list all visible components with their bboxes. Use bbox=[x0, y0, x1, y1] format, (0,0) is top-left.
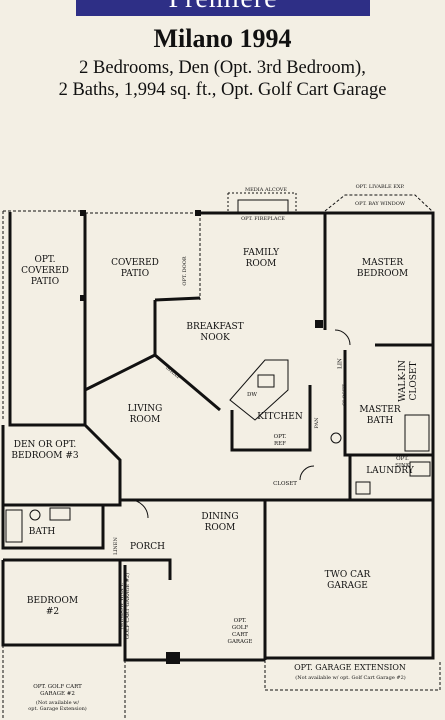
wall-left-upper bbox=[8, 212, 85, 427]
label-bath: BATH bbox=[28, 527, 56, 537]
washer bbox=[409, 461, 431, 477]
label-bedroom-2: BEDROOM #2 bbox=[26, 596, 79, 617]
media-alcove-outline bbox=[227, 192, 297, 212]
label-linen: LINEN bbox=[113, 537, 119, 555]
label-kitchen: KITCHEN bbox=[257, 412, 303, 422]
label-opt-ref: OPT. REF bbox=[273, 434, 287, 447]
master-tub bbox=[404, 414, 430, 452]
column bbox=[195, 210, 201, 216]
label-living-room: LIVING ROOM bbox=[127, 404, 163, 425]
label-opt-covered-patio: OPT. COVERED PATIO bbox=[21, 255, 69, 287]
subtitle-line-2: 2 Baths, 1,994 sq. ft., Opt. Golf Cart G… bbox=[58, 80, 387, 100]
livable-exp-outline bbox=[324, 194, 433, 212]
cooktop bbox=[257, 374, 275, 388]
fireplace bbox=[237, 199, 289, 213]
label-covered-patio: COVERED PATIO bbox=[111, 258, 159, 279]
label-walk-in-closet: WALK-IN CLOSET bbox=[398, 360, 419, 402]
label-opt-golf-cart-garage-2: OPT. GOLF CART GARAGE #2 bbox=[33, 684, 82, 697]
label-media-alcove: MEDIA ALCOVE bbox=[245, 187, 287, 193]
column bbox=[315, 320, 323, 328]
label-opt-door: OPT. DOOR bbox=[182, 256, 188, 286]
wall-nook-top bbox=[154, 296, 201, 302]
wall-walkin bbox=[375, 343, 435, 455]
column bbox=[80, 295, 86, 301]
label-closet: CLOSET bbox=[342, 384, 348, 406]
label-laundry: LAUNDRY bbox=[366, 466, 414, 476]
label-opt-bay-window: OPT. BAY WINDOW bbox=[355, 201, 405, 207]
door-swing bbox=[129, 499, 149, 519]
vanity bbox=[49, 507, 71, 521]
subtitle-line-1: 2 Bedrooms, Den (Opt. 3rd Bedroom), bbox=[79, 58, 366, 78]
label-breakfast-nook: BREAKFAST NOOK bbox=[186, 322, 244, 343]
label-opt-livable-exp: OPT. LIVABLE EXP. bbox=[355, 184, 405, 190]
brand-banner: Premiere bbox=[76, 0, 370, 16]
label-lin: LIN bbox=[337, 358, 344, 369]
wall-golf-cart bbox=[123, 565, 265, 662]
column bbox=[80, 210, 86, 216]
door-swing bbox=[334, 329, 351, 346]
label-garage-ext-note: (Not available w/ opt. Golf Cart Garage … bbox=[295, 675, 406, 681]
label-opt-garage-extension: OPT. GARAGE EXTENSION bbox=[294, 663, 406, 672]
label-opt-sink: OPT. SINK bbox=[395, 456, 410, 469]
golf-cart-2-outline bbox=[2, 645, 126, 718]
wall-kitchen bbox=[230, 385, 312, 452]
label-pan: PAN bbox=[314, 417, 320, 429]
label-dining-room: DINING ROOM bbox=[201, 512, 239, 533]
label-opt-fireplace: OPT. FIREPLACE bbox=[241, 216, 285, 222]
label-master-bath: MASTER BATH bbox=[359, 405, 401, 426]
wall-nook-left bbox=[153, 300, 221, 412]
label-gcg2-note: (Not available w/ opt. Garage Extension) bbox=[28, 700, 87, 712]
column bbox=[166, 652, 180, 664]
label-dw: DW bbox=[246, 392, 258, 398]
label-master-bedroom: MASTER BEDROOM bbox=[356, 258, 409, 279]
opt-patio-outline bbox=[2, 210, 85, 420]
label-family-room: FAMILY ROOM bbox=[242, 248, 280, 269]
wall-porch bbox=[120, 558, 172, 580]
door-swing bbox=[299, 465, 315, 481]
utility-sink bbox=[355, 481, 371, 495]
wall-bath bbox=[1, 505, 105, 550]
wall-living-diag bbox=[84, 353, 156, 392]
toilet bbox=[29, 509, 41, 521]
brand-text: Premiere bbox=[168, 0, 277, 14]
label-two-car-garage: TWO CAR GARAGE bbox=[324, 570, 371, 591]
wall-bedroom2 bbox=[1, 558, 122, 647]
wall-master-bath bbox=[343, 350, 433, 457]
model-title: Milano 1994 bbox=[153, 24, 292, 53]
label-opt-golf-cart-garage: OPT. GOLF CART GARAGE bbox=[227, 618, 253, 645]
label-porch: PORCH bbox=[130, 542, 165, 552]
label-closet-2: CLOSET bbox=[273, 481, 297, 487]
label-window-note: (Window w/opt. Golf Cart Garage #2) bbox=[119, 572, 131, 640]
sink-master bbox=[330, 432, 342, 444]
kitchen-island bbox=[229, 359, 289, 421]
wall-den bbox=[1, 423, 122, 507]
bathtub bbox=[5, 509, 23, 543]
garage-ext-outline bbox=[264, 660, 441, 691]
label-den-opt-bedroom: DEN OR OPT. BEDROOM #3 bbox=[11, 440, 79, 461]
